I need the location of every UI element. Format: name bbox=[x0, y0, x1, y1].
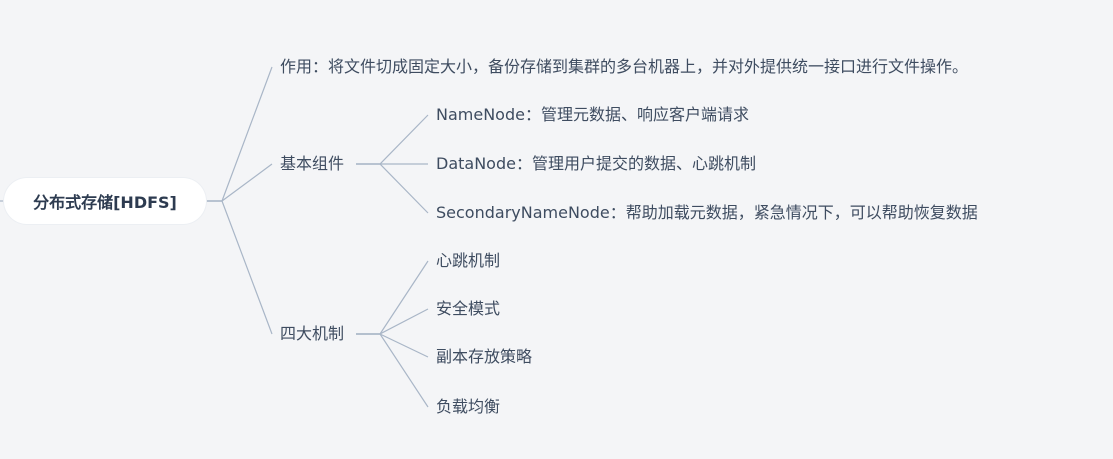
connector-components-secondary bbox=[356, 163, 429, 214]
secondary-namenode-node[interactable]: SecondaryNameNode：帮助加载元数据，紧急情况下，可以帮助恢复数据 bbox=[436, 202, 978, 224]
mechanisms-node[interactable]: 四大机制 bbox=[280, 323, 344, 345]
datanode-node[interactable]: DataNode：管理用户提交的数据、心跳机制 bbox=[436, 153, 756, 175]
root-node[interactable]: 分布式存储[HDFS] bbox=[4, 178, 206, 224]
load-balance-node[interactable]: 负载均衡 bbox=[436, 396, 500, 418]
replica-policy-node[interactable]: 副本存放策略 bbox=[436, 346, 532, 368]
namenode-node-label: NameNode：管理元数据、响应客户端请求 bbox=[436, 105, 749, 124]
heartbeat-node[interactable]: 心跳机制 bbox=[436, 250, 500, 272]
replica-policy-node-label: 副本存放策略 bbox=[436, 347, 533, 366]
purpose-node[interactable]: 作用：将文件切成固定大小，备份存储到集群的多台机器上，并对外提供统一接口进行文件… bbox=[280, 56, 968, 78]
purpose-node-label: 作用：将文件切成固定大小，备份存储到集群的多台机器上，并对外提供统一接口进行文件… bbox=[280, 57, 969, 76]
namenode-node[interactable]: NameNode：管理元数据、响应客户端请求 bbox=[436, 104, 749, 126]
mechanisms-node-label: 四大机制 bbox=[280, 324, 345, 343]
heartbeat-node-label: 心跳机制 bbox=[436, 251, 501, 270]
connector-root-purpose bbox=[206, 66, 273, 202]
load-balance-node-label: 负载均衡 bbox=[436, 397, 501, 416]
connector-mechanisms-balance bbox=[356, 333, 429, 408]
connector-mechanisms-replica bbox=[356, 333, 429, 358]
connector-mechanisms-safemode bbox=[356, 308, 429, 335]
safe-mode-node-label: 安全模式 bbox=[436, 299, 501, 318]
root-node-label: 分布式存储[HDFS] bbox=[33, 193, 177, 212]
safe-mode-node[interactable]: 安全模式 bbox=[436, 298, 500, 320]
connector-components-namenode bbox=[356, 114, 429, 165]
datanode-node-label: DataNode：管理用户提交的数据、心跳机制 bbox=[436, 154, 756, 173]
connector-root-components bbox=[206, 163, 273, 202]
secondary-namenode-node-label: SecondaryNameNode：帮助加载元数据，紧急情况下，可以帮助恢复数据 bbox=[436, 203, 978, 222]
components-node-label: 基本组件 bbox=[280, 154, 345, 173]
connector-mechanisms-heartbeat bbox=[356, 260, 429, 335]
connector-root-mechanisms bbox=[206, 200, 273, 335]
components-node[interactable]: 基本组件 bbox=[280, 153, 344, 175]
